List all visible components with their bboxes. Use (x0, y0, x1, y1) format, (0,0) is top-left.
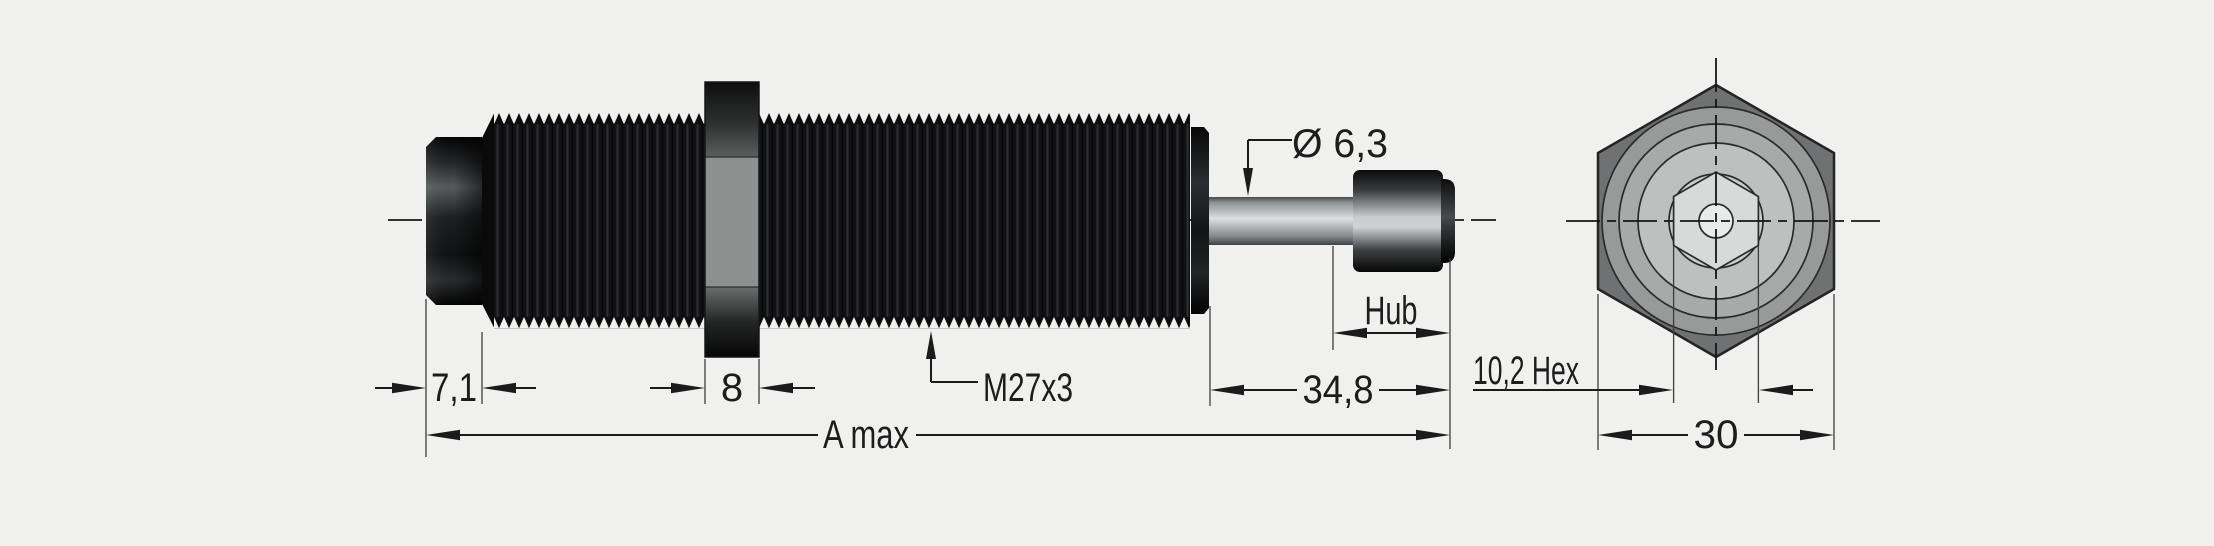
extension-lines (425, 246, 1835, 457)
dim-nut-width-label: 8 (721, 366, 743, 410)
thread-runout-collar (1191, 127, 1209, 314)
dimension-cap-width: 7,1 (375, 366, 536, 410)
arrowhead-left-icon (1598, 429, 1632, 441)
arrowhead-right-icon (1416, 384, 1450, 396)
arrowhead-left-icon (1759, 384, 1793, 396)
rod-head (1353, 170, 1443, 272)
dim-rod-diameter-label: Ø 6,3 (1292, 122, 1388, 166)
arrowhead-right-icon (671, 382, 705, 394)
dimension-hex-across-flats: 30 (1598, 413, 1834, 457)
piston-rod (1209, 197, 1354, 245)
lock-nut-outline (704, 81, 760, 358)
thread-teeth-top (494, 113, 1190, 125)
dimension-thread: M27x3 (926, 331, 1073, 410)
arrowhead-right-icon (1800, 429, 1834, 441)
arrowhead-left-icon (1210, 384, 1244, 396)
arrowhead-left-icon (426, 429, 460, 441)
dim-socket-hex-label: 10,2 Hex (1473, 349, 1579, 393)
dimension-rod-length: 34,8 (1210, 368, 1450, 412)
dimension-rod-diameter: Ø 6,3 (1243, 122, 1388, 196)
dim-overall-length-label: A max (823, 413, 909, 457)
thread-leadin (482, 113, 494, 328)
arrowhead-left-icon (759, 382, 793, 394)
dimension-socket-hex: 10,2 Hex (1473, 349, 1813, 396)
dim-hex-across-flats-label: 30 (1694, 413, 1739, 457)
thread-teeth-bottom (494, 316, 1190, 329)
threaded-body-core (494, 123, 1190, 318)
arrowhead-down-icon (1243, 168, 1253, 196)
dim-cap-width-label: 7,1 (431, 366, 477, 410)
arrowhead-left-icon (1333, 327, 1367, 339)
lock-nut-top-facet (705, 82, 759, 157)
arrowhead-right-icon (1416, 327, 1450, 339)
dimension-overall-length: A max (426, 413, 1450, 457)
arrowhead-right-icon (1416, 429, 1450, 441)
arrowhead-right-icon (1639, 384, 1673, 396)
end-view (1566, 58, 1880, 370)
dimension-nut-width: 8 (650, 366, 815, 410)
dim-thread-label: M27x3 (983, 366, 1073, 410)
arrowhead-right-icon (392, 382, 426, 394)
arrowhead-left-icon (482, 382, 516, 394)
lock-nut-flat-facet (705, 157, 759, 287)
dim-rod-length-label: 34,8 (1303, 368, 1374, 412)
dim-stroke-label: Hub (1365, 289, 1418, 333)
rod-end-button (1441, 179, 1455, 263)
rear-cap-shading (426, 137, 482, 305)
lock-nut (704, 81, 760, 358)
arrowhead-up-icon (926, 331, 936, 359)
side-view (388, 81, 1496, 358)
lock-nut-bottom-facet (705, 287, 759, 357)
dimension-stroke: Hub (1333, 289, 1450, 339)
